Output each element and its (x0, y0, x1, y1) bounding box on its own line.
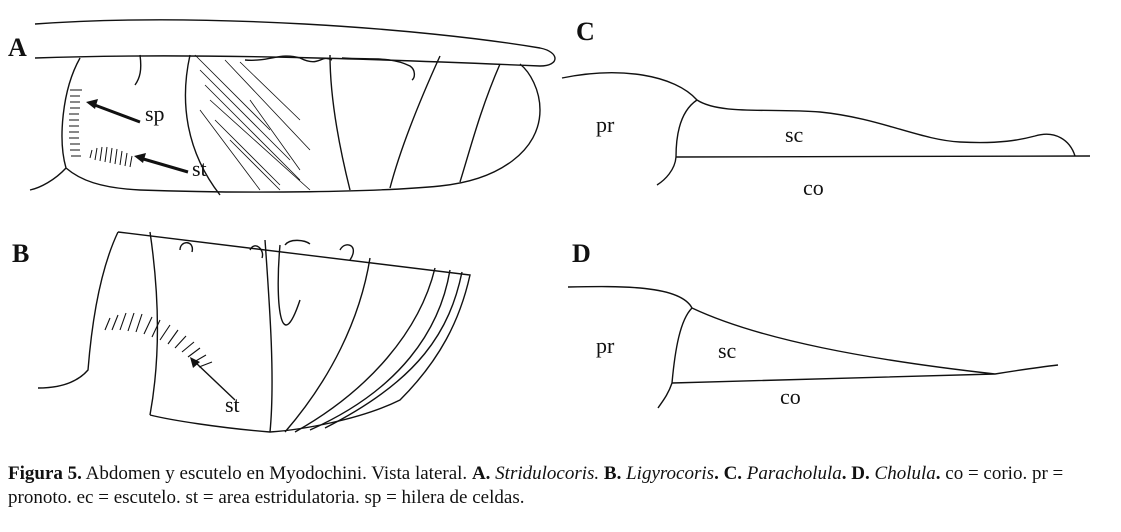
caption-a-label: A. (471, 463, 491, 484)
caption-c-label: C. (718, 463, 743, 484)
panel-d-label: D (572, 239, 591, 268)
caption-d-label: D. (846, 463, 870, 484)
annotation-co-d: co (780, 384, 801, 409)
caption-figure-number: Figura 5. (8, 463, 82, 484)
caption-c-taxon: Paracholula (742, 463, 842, 484)
scutellum-outline-c (656, 99, 1091, 186)
figure-caption: Figura 5. Abdomen y escutelo en Myodochi… (8, 462, 1108, 510)
pronotum-outline-c (561, 72, 698, 101)
caption-text: Abdomen y escutelo en Myodochini. Vista … (81, 463, 472, 484)
pronotum-outline-d (567, 285, 693, 309)
annotation-st-b: st (225, 392, 240, 417)
hair-field (194, 54, 311, 191)
panel-a: A sp st (8, 19, 556, 196)
caption-c-dot: . (841, 463, 847, 484)
annotation-co-c: co (803, 175, 824, 200)
annotation-sc-c: sc (785, 122, 804, 147)
caption-abbreviations: co = corio. pr = pronoto. ec = escutelo.… (8, 463, 1064, 508)
cell-row (69, 89, 82, 157)
abdomen-outline-b (37, 231, 471, 433)
annotation-sp: sp (145, 101, 165, 126)
scutellum-outline-d (657, 307, 1059, 409)
stridulatory-area-a (89, 146, 133, 168)
panel-a-label: A (8, 33, 27, 62)
abdomen-outline-a (29, 57, 541, 193)
hemelytron-edge (34, 19, 556, 67)
annotation-sc-d: sc (718, 338, 737, 363)
caption-d-taxon: Cholula (869, 463, 936, 484)
figure-drawings: A sp st B st C (8, 17, 1091, 433)
panel-d: D pr sc co (567, 239, 1059, 409)
caption-b-label: B. (599, 463, 622, 484)
panel-b: B st (12, 231, 471, 433)
annotation-pr-d: pr (596, 333, 615, 358)
annotation-pr-c: pr (596, 112, 615, 137)
panel-c: C pr sc co (561, 17, 1091, 200)
annotation-st-a: st (192, 156, 207, 181)
stridulatory-area-b (104, 312, 213, 368)
caption-b-dot: . (714, 463, 719, 484)
panel-b-label: B (12, 239, 29, 268)
caption-b-taxon: Ligyrocoris (621, 463, 715, 484)
caption-a-taxon: Stridulocoris. (490, 463, 600, 484)
panel-c-label: C (576, 17, 595, 46)
caption-d-dot: . (935, 463, 941, 484)
